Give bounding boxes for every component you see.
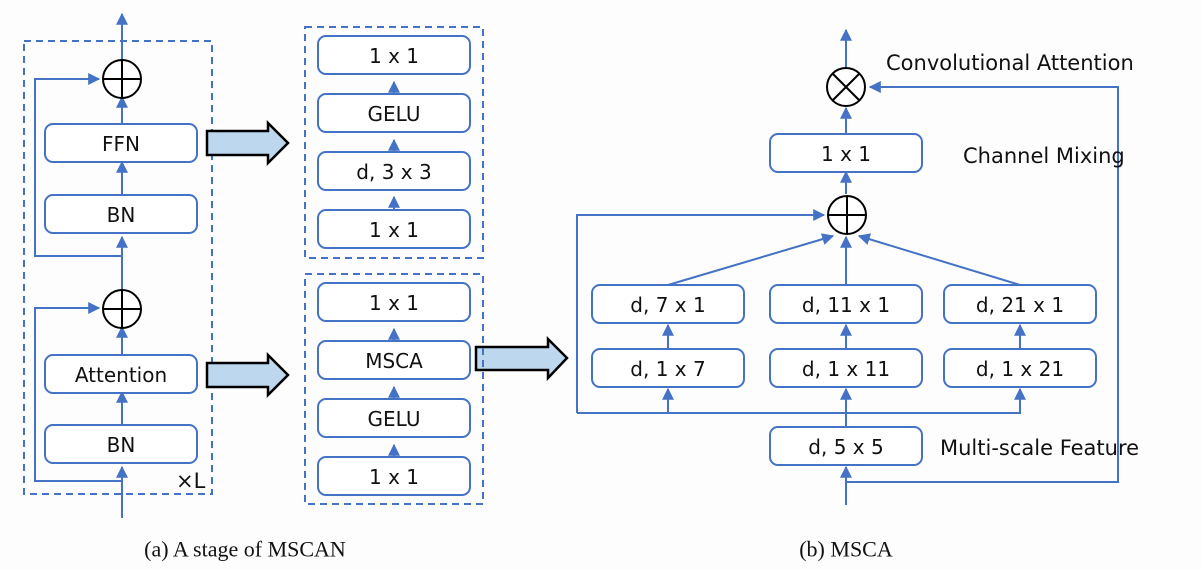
layer-box: MSCA bbox=[317, 340, 471, 380]
stage-block: FFN BN Attention BN ×L bbox=[23, 12, 213, 518]
layer-box: GELU bbox=[317, 93, 471, 133]
ffn-label: FFN bbox=[102, 132, 140, 156]
bn-box-ffn: BN bbox=[44, 194, 198, 234]
branch-box: d, 11 x 1 bbox=[769, 284, 923, 324]
conv-label: 1 x 1 bbox=[821, 142, 871, 166]
layer-label: GELU bbox=[368, 102, 421, 126]
repeat-label: ×L bbox=[176, 469, 206, 493]
branch-box: d, 1 x 7 bbox=[591, 348, 745, 388]
base-conv-box: d, 5 x 5 bbox=[769, 426, 923, 466]
expand-arrow-attention bbox=[205, 351, 290, 399]
layer-box: 1 x 1 bbox=[317, 456, 471, 496]
layer-label: d, 3 x 3 bbox=[356, 160, 431, 184]
attention-detail-frame bbox=[304, 273, 484, 505]
conv-label: d, 7 x 1 bbox=[630, 293, 705, 317]
conv-label: d, 5 x 5 bbox=[808, 435, 883, 459]
stage-dashed-frame bbox=[23, 40, 213, 495]
multi-scale-feature-label: Multi-scale Feature bbox=[940, 436, 1139, 460]
layer-box: 1 x 1 bbox=[317, 35, 471, 75]
caption-a: (a) A stage of MSCAN bbox=[144, 537, 346, 562]
layer-label: 1 x 1 bbox=[369, 465, 419, 489]
layer-box: 1 x 1 bbox=[317, 282, 471, 322]
multiply-operator bbox=[826, 67, 866, 107]
merge-arrow-right bbox=[857, 233, 1021, 286]
bn-box-attention: BN bbox=[44, 424, 198, 464]
layer-label: GELU bbox=[368, 407, 421, 431]
attention-label: Attention bbox=[75, 363, 167, 387]
ffn-detail-frame bbox=[304, 26, 484, 259]
channel-mixing-label: Channel Mixing bbox=[963, 144, 1125, 168]
skip-identity-line bbox=[576, 209, 826, 413]
layer-box: d, 3 x 3 bbox=[317, 151, 471, 191]
ffn-box: FFN bbox=[44, 123, 198, 163]
add-operator-bottom bbox=[102, 289, 142, 329]
layer-box: GELU bbox=[317, 398, 471, 438]
conv-label: d, 21 x 1 bbox=[976, 293, 1064, 317]
conv-label: d, 11 x 1 bbox=[802, 293, 890, 317]
skip-connection-ffn bbox=[34, 73, 122, 257]
layer-label: 1 x 1 bbox=[369, 218, 419, 242]
layer-box: 1 x 1 bbox=[317, 209, 471, 249]
branch-box: d, 1 x 21 bbox=[943, 348, 1097, 388]
branch-line-right bbox=[577, 387, 1026, 414]
branch-box: d, 7 x 1 bbox=[591, 284, 745, 324]
attention-box: Attention bbox=[44, 354, 198, 394]
merge-arrow-left bbox=[667, 233, 835, 286]
bn-label: BN bbox=[107, 433, 136, 457]
bn-label: BN bbox=[107, 203, 136, 227]
expand-arrow-ffn bbox=[205, 119, 290, 167]
conv-label: d, 1 x 7 bbox=[630, 357, 705, 381]
ffn-detail: 1 x 1 GELU d, 3 x 3 1 x 1 bbox=[304, 26, 484, 259]
branch-box: d, 21 x 1 bbox=[943, 284, 1097, 324]
branch-box: d, 1 x 11 bbox=[769, 348, 923, 388]
conv-label: d, 1 x 21 bbox=[976, 357, 1064, 381]
attention-feedback-line bbox=[846, 81, 1119, 483]
channel-mixing-box: 1 x 1 bbox=[769, 133, 923, 173]
caption-b: (b) MSCA bbox=[799, 537, 893, 562]
msca-block: 1 x 1 d, 7 x 1 d, 1 x 7 d, 11 x 1 d, 1 x… bbox=[576, 28, 1139, 505]
layer-label: MSCA bbox=[365, 349, 423, 373]
add-operator-top bbox=[102, 59, 142, 99]
expand-arrow-msca bbox=[474, 335, 569, 382]
add-operator-msca bbox=[827, 195, 867, 235]
attention-detail: 1 x 1 MSCA GELU 1 x 1 bbox=[304, 273, 484, 505]
convolutional-attention-label: Convolutional Attention bbox=[886, 51, 1134, 75]
skip-connection-attention bbox=[34, 302, 122, 482]
layer-label: 1 x 1 bbox=[369, 291, 419, 315]
layer-label: 1 x 1 bbox=[369, 44, 419, 68]
conv-label: d, 1 x 11 bbox=[802, 357, 890, 381]
